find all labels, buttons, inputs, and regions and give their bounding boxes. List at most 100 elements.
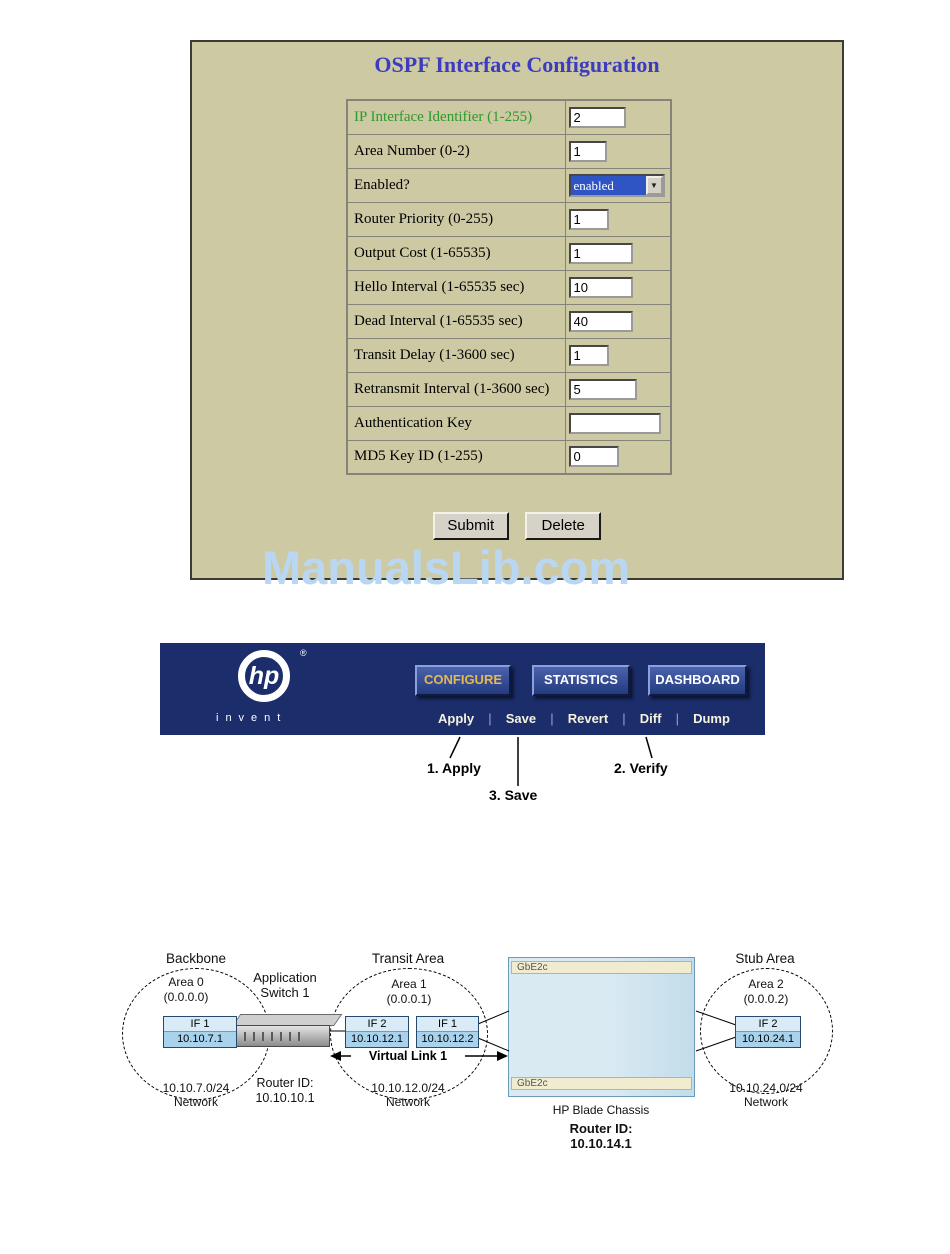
table-row: MD5 Key ID (1-255) [346,439,672,475]
chassis-name: HP Blade Chassis [552,1103,650,1117]
chevron-down-icon[interactable]: ▼ [645,175,663,195]
manualslib-watermark: ManualsLib.com [262,541,631,594]
stub-area-title: Stub Area [735,951,795,966]
transit-if2-box: IF 2 10.10.12.1 [345,1016,409,1048]
retransmit-interval-input[interactable] [568,378,637,400]
switch-router-id: 10.10.10.1 [255,1091,315,1105]
menu-separator: | [550,711,554,726]
table-row: Dead Interval (1-65535 sec) [346,303,672,339]
hp-blade-chassis: GbE2c GbE2c [508,957,695,1097]
ospf-config-panel: OSPF Interface Configuration IP Interfac… [190,40,844,580]
switch-name-line2: Switch 1 [260,985,310,1000]
area1-ellipse [330,968,488,1100]
field-label-authentication-key: Authentication Key [354,414,472,431]
field-label-dead-interval: Dead Interval (1-65535 sec) [354,312,523,329]
menu-separator: | [622,711,626,726]
field-label-area-number: Area Number (0-2) [354,142,470,159]
ospf-network-diagram: Backbone Area 0 (0.0.0.0) IF 1 10.10.7.1… [120,945,848,1170]
table-row: Output Cost (1-65535) [346,235,672,271]
stub-network-line1: 10.10.24.0/24 [729,1081,803,1095]
area-number-input[interactable] [568,140,607,162]
field-label-retransmit-interval: Retransmit Interval (1-3600 sec) [354,380,550,397]
backbone-if1-label: IF 1 [164,1017,236,1032]
backbone-network-line2: Network [173,1095,218,1109]
area1-label: Area 1 [391,977,427,991]
table-row: IP Interface Identifier (1-255) [346,99,672,135]
annotation-step2-verify: 2. Verify [614,760,668,776]
chassis-router-id: 10.10.14.1 [570,1136,632,1151]
submit-button[interactable]: Submit [432,512,509,540]
hp-toolbar: hp ® invent CONFIGURE STATISTICS DASHBOA… [160,643,765,735]
form-button-row: Submit Delete [192,512,842,540]
transit-if2-ip: 10.10.12.1 [346,1032,408,1047]
page-title: OSPF Interface Configuration [374,52,660,77]
router-priority-input[interactable] [568,208,609,230]
enabled-selected-value: enabled [570,175,646,195]
table-row: Retransmit Interval (1-3600 sec) [346,371,672,407]
menu-separator: | [488,711,492,726]
transit-if1-ip: 10.10.12.2 [417,1032,478,1047]
transit-delay-input[interactable] [568,344,609,366]
transit-network-line1: 10.10.12.0/24 [371,1081,445,1095]
chassis-gbe2c-top: GbE2c [511,961,692,974]
toolbar-menu: Apply | Save | Revert | Diff | Dump [438,711,730,726]
transit-area-title: Transit Area [371,951,445,966]
area0-label: Area 0 [168,975,204,989]
registered-trademark-icon: ® [300,648,307,658]
table-row: Enabled? enabled ▼ [346,167,672,203]
hp-invent-label: invent [216,712,288,724]
menu-item-save[interactable]: Save [505,711,537,726]
area2-ellipse [700,968,833,1094]
backbone-network-line1: 10.10.7.0/24 [162,1081,230,1095]
table-row: Area Number (0-2) [346,133,672,169]
transit-if1-label: IF 1 [417,1017,478,1032]
field-label-router-priority: Router Priority (0-255) [354,210,494,227]
switch-router-id-label: Router ID: [256,1076,314,1090]
chassis-gbe2c-bottom: GbE2c [511,1077,692,1090]
stub-if2-ip: 10.10.24.1 [736,1032,800,1047]
switch-ports-icon [235,1032,305,1041]
enabled-select[interactable]: enabled ▼ [568,173,665,197]
backbone-if1-box: IF 1 10.10.7.1 [163,1016,237,1048]
table-row: Authentication Key [346,405,672,441]
hp-logo-icon: hp [238,650,290,702]
backbone-title: Backbone [165,951,227,966]
table-row: Router Priority (0-255) [346,201,672,237]
field-label-md5-key-id: MD5 Key ID (1-255) [354,448,483,465]
menu-separator: | [675,711,679,726]
stub-network-line2: Network [743,1095,788,1109]
delete-button[interactable]: Delete [525,512,602,540]
tab-statistics[interactable]: STATISTICS [532,665,630,696]
field-label-ip-interface-id: IP Interface Identifier (1-255) [354,108,533,125]
area2-id-label: (0.0.0.2) [743,992,789,1006]
menu-item-diff[interactable]: Diff [639,711,662,726]
ospf-config-table: IP Interface Identifier (1-255) Area Num… [346,99,672,475]
authentication-key-input[interactable] [568,412,661,434]
stub-if2-box: IF 2 10.10.24.1 [735,1016,801,1048]
transit-network-line2: Network [385,1095,430,1109]
area1-id-label: (0.0.0.1) [386,992,432,1006]
output-cost-input[interactable] [568,242,633,264]
transit-if2-label: IF 2 [346,1017,408,1032]
table-row: Transit Delay (1-3600 sec) [346,337,672,373]
md5-key-id-input[interactable] [568,446,619,468]
table-row: Hello Interval (1-65535 sec) [346,269,672,305]
annotation-step3-save: 3. Save [489,787,538,803]
ip-interface-id-input[interactable] [568,106,626,128]
menu-item-apply[interactable]: Apply [438,711,475,726]
menu-item-dump[interactable]: Dump [693,711,730,726]
annotation-step1-apply: 1. Apply [427,760,481,776]
field-label-enabled: Enabled? [354,176,410,193]
field-label-transit-delay: Transit Delay (1-3600 sec) [354,346,515,363]
menu-item-revert[interactable]: Revert [567,711,609,726]
transit-if1-box: IF 1 10.10.12.2 [416,1016,479,1048]
dead-interval-input[interactable] [568,310,633,332]
stub-if2-label: IF 2 [736,1017,800,1032]
tab-dashboard[interactable]: DASHBOARD [648,665,747,696]
chassis-router-id-label: Router ID: [569,1121,633,1136]
virtual-link-label: Virtual Link 1 [351,1049,465,1063]
area2-label: Area 2 [748,977,784,991]
tab-configure[interactable]: CONFIGURE [415,665,511,696]
hello-interval-input[interactable] [568,276,633,298]
backbone-if1-ip: 10.10.7.1 [164,1032,236,1047]
